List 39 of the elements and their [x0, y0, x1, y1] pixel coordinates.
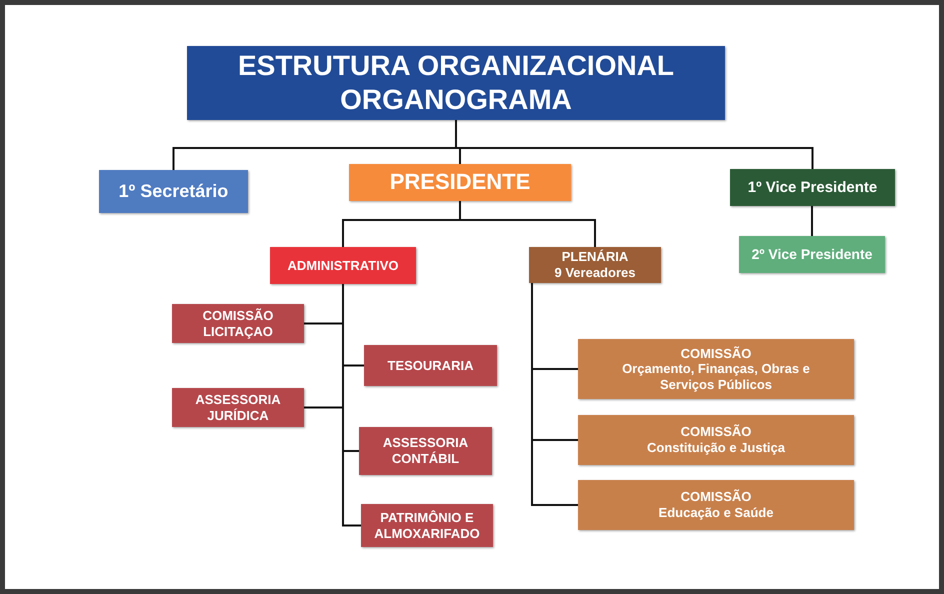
org-box [172, 388, 304, 427]
connector-line [811, 206, 813, 236]
org-box [364, 345, 497, 386]
box-label: PLENÁRIA [562, 249, 628, 265]
title-box [187, 46, 725, 120]
box-label: ADMINISTRATIVO [288, 258, 398, 274]
connector-line [531, 283, 578, 506]
org-box [529, 247, 661, 283]
box-label: COMISSÃO [680, 489, 752, 505]
box-label: PATRIMÔNIO E ALMOXARIFADO [373, 510, 481, 542]
box-label: ASSESSORIA CONTÁBIL [382, 435, 470, 467]
connector-line [459, 201, 596, 247]
box-label: TESOURARIA [388, 358, 474, 374]
box-label: COMISSÃO [680, 346, 752, 362]
box-label: Constituição e Justiça [647, 440, 785, 456]
org-box [361, 504, 493, 547]
box-label: COMISSÃO LICITAÇAO [202, 308, 274, 340]
org-box [99, 170, 248, 213]
org-box [578, 480, 854, 530]
org-box [349, 164, 571, 201]
title-text: ESTRUTURA ORGANIZACIONAL ORGANOGRAMA [236, 49, 676, 117]
org-box [730, 169, 895, 206]
org-box [172, 304, 304, 343]
box-label: 9 Vereadores [554, 265, 636, 281]
box-label: COMISSÃO [680, 424, 752, 440]
box-label: ASSESSORIA JURÍDICA [194, 392, 282, 424]
connector-line [455, 120, 814, 169]
org-box [578, 339, 854, 399]
org-box [578, 415, 854, 465]
box-label: PRESIDENTE [390, 169, 530, 196]
org-box [739, 236, 885, 273]
connector-line [342, 284, 361, 526]
org-box [270, 247, 416, 284]
box-label: 1º Vice Presidente [748, 178, 878, 196]
org-box [359, 427, 492, 475]
box-label: Orçamento, Finanças, Obras e Serviços Públicos [621, 361, 811, 392]
box-label: 1º Secretário [118, 180, 228, 202]
box-label: 2º Vice Presidente [752, 246, 872, 263]
box-label: Educação e Saúde [658, 505, 774, 521]
